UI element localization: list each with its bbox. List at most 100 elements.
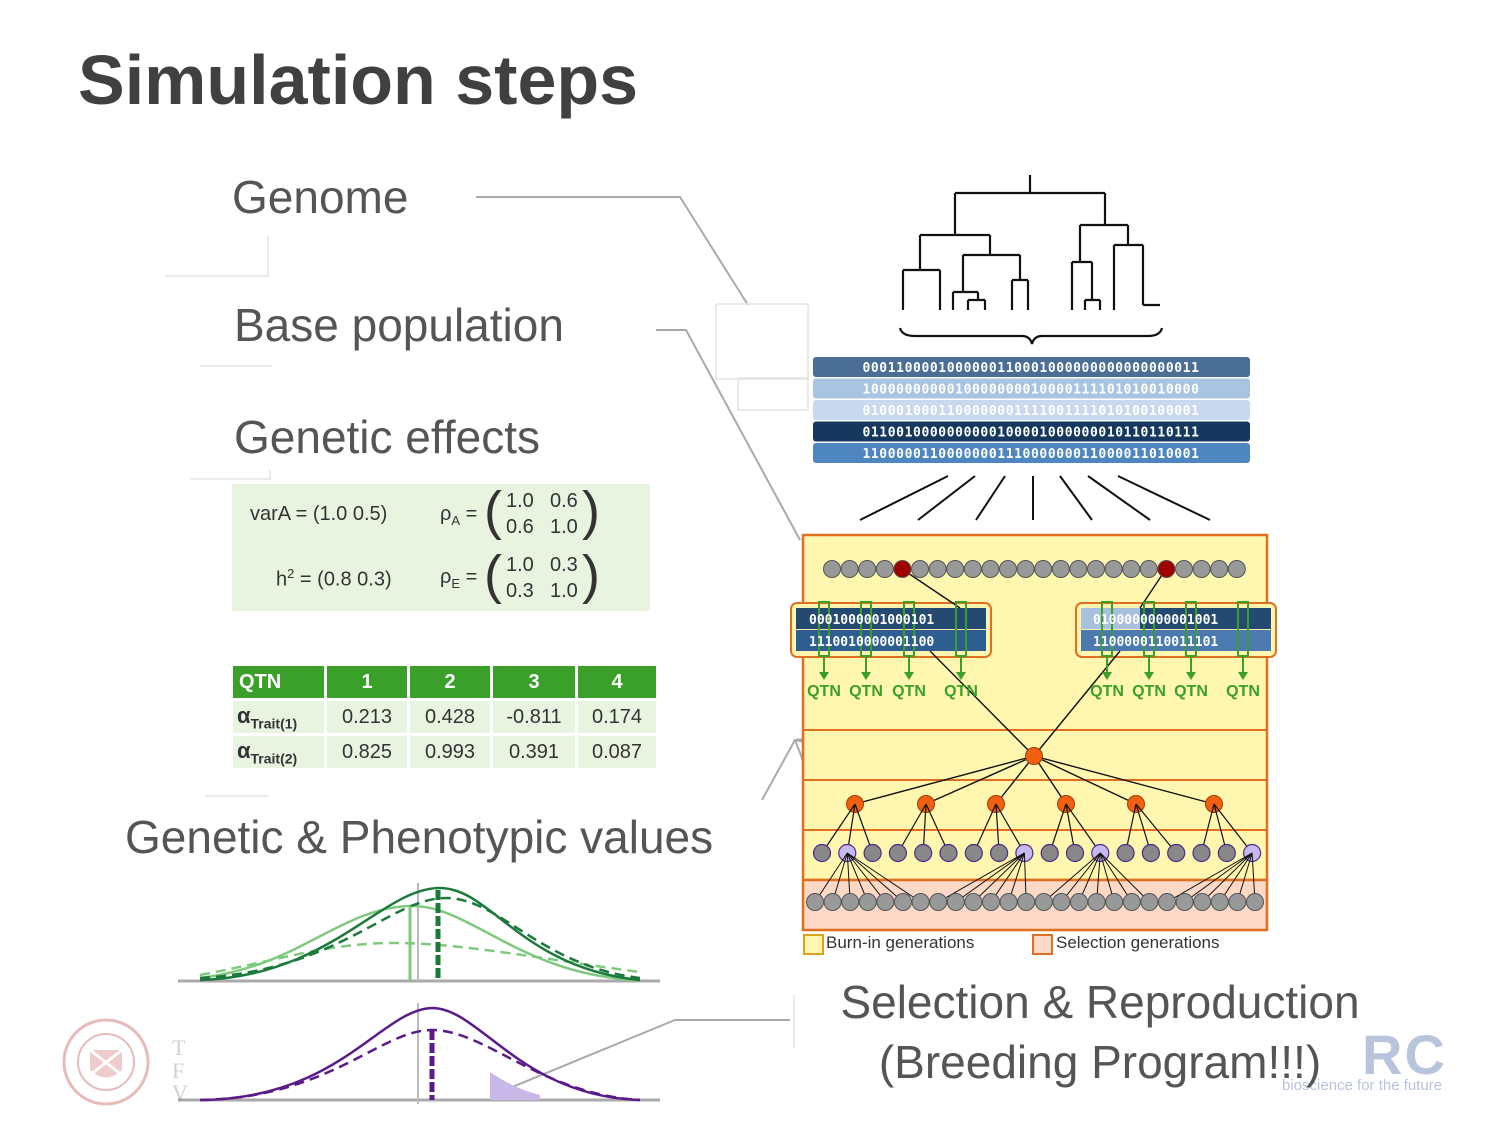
pedigree-line [955,852,1025,903]
rhoE-subscript: E [451,576,461,591]
rhoA-r1c0: 0.6 [506,516,534,538]
final-generation-node [1228,893,1247,911]
parent-node [1157,560,1176,578]
base-node [1122,560,1141,578]
trait-subscript: Trait(2) [250,750,298,767]
base-node [1051,560,1070,578]
step-selection-reproduction: Selection & Reproduction (Breeding Progr… [815,972,1385,1092]
legend-swatch-burn-in [803,934,824,955]
generation-node [1192,843,1211,863]
pedigree-line [814,852,848,903]
rhoA-right-paren: ) [582,481,600,541]
base-node [1016,560,1035,578]
table-cell: 0.087 [578,736,656,768]
pedigree-nodes [806,560,1264,911]
table-row: αTrait(1) 0.213 0.428 -0.811 0.174 [233,701,656,733]
pedigree-line [995,803,1025,854]
haplotype-string-left: 1110010000001100 [809,635,934,650]
legend-burn-in: Burn-in generations [826,933,975,952]
table-header-row: QTN 1 2 3 4 [233,666,656,698]
row-label-trait1: αTrait(1) [233,701,324,733]
base-node [911,560,929,578]
genome-string: 1000000000010000000010000111101010010000 [862,383,1199,398]
table-cell: 0.391 [493,736,575,768]
genome-bar [813,378,1250,399]
page-title: Simulation steps [78,41,639,119]
alpha-symbol: α [237,737,251,763]
generation-node [1217,843,1236,863]
final-generation-node [999,893,1018,911]
qtn-arrowhead [904,672,914,680]
generation-node [888,843,908,863]
final-generation-node [894,893,912,911]
step-base-population: Base population [234,299,564,351]
distribution-plots [178,883,660,1104]
final-generation-node [982,893,1000,911]
rhoA-r0c0: 1.0 [506,490,534,512]
alpha-symbol: α [237,702,251,728]
table-header-cell: 2 [410,666,490,698]
rhoA-symbol: ρ [440,503,452,525]
table-cell: 0.428 [410,701,490,733]
varA-label: varA = (1.0 0.5) [250,503,388,525]
bbsrc-logo: RC bioscience for the future [1282,1022,1447,1094]
qtn-label: QTN [849,683,883,700]
hap-bar [796,630,986,651]
generation-node [914,843,933,863]
legend-swatch-selection [1032,934,1053,955]
base-node [1192,560,1211,578]
row-label-trait2: αTrait(2) [233,736,324,768]
base-node [823,560,841,578]
rhoE-equals: = [465,566,478,588]
pedigree-line [1201,852,1253,903]
rhoA-r0c1: 0.6 [550,490,578,512]
qtn-arrowhead [1238,672,1248,680]
rhoE-right-paren: ) [582,545,600,605]
h2-values: = (0.8 0.3) [294,568,392,591]
rhoE-label: ρE = [440,566,477,591]
haplotype-string-right: 0100000000001001 [1093,613,1218,628]
genome-string: 1100000110000000111000000011000011010001 [862,447,1199,462]
base-node [1210,560,1229,578]
genome-string: 0100010001100000001111001111010100100001 [862,404,1199,419]
base-node [1227,560,1246,578]
final-generation-node [1017,893,1036,911]
qtn-arrowhead [819,672,829,680]
final-generation-node [1193,893,1212,911]
qtn-label: QTN [807,683,841,700]
final-generation-node [1034,893,1053,911]
pedigree-line [1043,852,1101,903]
rhoA-label: ρA = [440,503,477,528]
final-generation-node [1105,893,1124,911]
table-header-cell: 4 [578,666,656,698]
rhoA-r1c1: 1.0 [550,516,578,538]
table-cell: 0.174 [578,701,656,733]
hap-bar [1081,630,1271,651]
pedigree-lines [854,568,1215,805]
generation-node [964,843,983,863]
final-generation-node [1087,893,1106,911]
final-generation-node [946,893,965,911]
qtn-arrowhead [861,672,871,680]
pedigree-line [1213,803,1253,854]
parameters-box: varA = (1.0 0.5) h2 = (0.8 0.3) ρA = ( 1… [232,484,650,611]
qtn-arrowhead [1186,672,1196,680]
generation-node [1065,843,1085,863]
pedigree-line [897,803,927,854]
haplotype-string-right: 1100000110011101 [1093,635,1218,650]
generation-node [1141,843,1161,863]
qtn-label: QTN [1132,683,1166,700]
qtn-arrowhead [956,672,966,680]
rhoA-subscript: A [451,513,461,528]
haplotype-string-left: 0001000001000101 [809,613,934,628]
table-row: αTrait(2) 0.825 0.993 0.391 0.087 [233,736,656,768]
final-generation-node [911,893,930,911]
pedigree-line [821,803,856,854]
pedigree-line [1061,852,1101,903]
rhoE-r0c1: 0.3 [550,554,578,576]
pedigree-line [1219,852,1253,903]
pedigree-line [1099,852,1150,903]
svg-text:F: F [172,1058,184,1083]
